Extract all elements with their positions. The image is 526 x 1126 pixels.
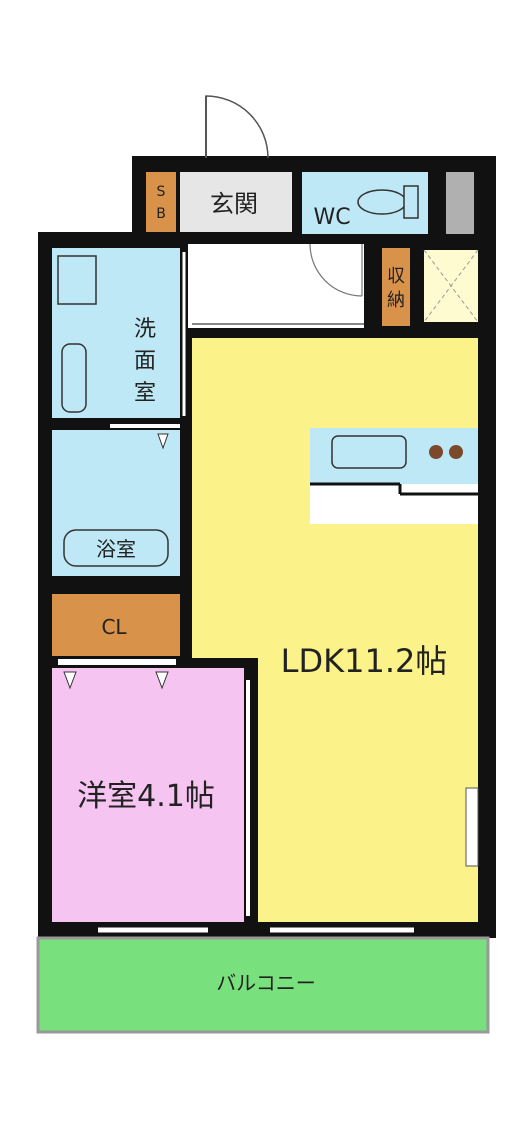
- storage-label-2: 納: [387, 290, 405, 311]
- toilet-icon: [357, 185, 419, 219]
- stove-burner-left-icon: [429, 445, 443, 459]
- toilet-door: [309, 243, 363, 297]
- bathroom-label: 浴室: [96, 537, 136, 561]
- balcony-label: バルコニー: [216, 971, 316, 995]
- western-room-label: 洋室4.1帖: [77, 779, 215, 814]
- washbasin-icon: [61, 343, 87, 413]
- closet-area: [52, 594, 180, 656]
- closet-door-mark-left: [63, 671, 77, 690]
- shoe-box-label-s: S: [157, 184, 166, 200]
- washroom-label-1: 洗: [134, 317, 156, 342]
- kitchen-sink-icon: [331, 435, 407, 469]
- ldk-label: LDK11.2帖: [281, 642, 448, 680]
- hallway-floor: [188, 244, 364, 328]
- stove-burner-right-icon: [449, 445, 463, 459]
- washroom-label-3: 室: [134, 381, 156, 406]
- western-room-area: [52, 668, 244, 922]
- entrance-label: 玄関: [210, 190, 258, 218]
- fridge-space-cross: [423, 249, 479, 323]
- washing-machine-icon: [57, 255, 97, 305]
- ldk-side-window: [465, 787, 479, 867]
- shoe-box-area: [146, 172, 176, 232]
- entrance-area: [180, 172, 292, 232]
- balcony-area: [36, 936, 490, 1034]
- bathroom-door-mark: [157, 433, 169, 450]
- entrance-door: [205, 95, 269, 159]
- storage-area: [382, 248, 410, 326]
- pipe-space: [446, 172, 474, 234]
- toilet-label: WC: [313, 205, 350, 230]
- bathtub-icon: [63, 529, 169, 567]
- shoe-box-label-b: B: [156, 206, 166, 222]
- closet-door-mark-right: [155, 671, 169, 690]
- washroom-label-2: 面: [134, 349, 156, 374]
- closet-label: CL: [101, 615, 127, 639]
- storage-label-1: 収: [387, 266, 405, 287]
